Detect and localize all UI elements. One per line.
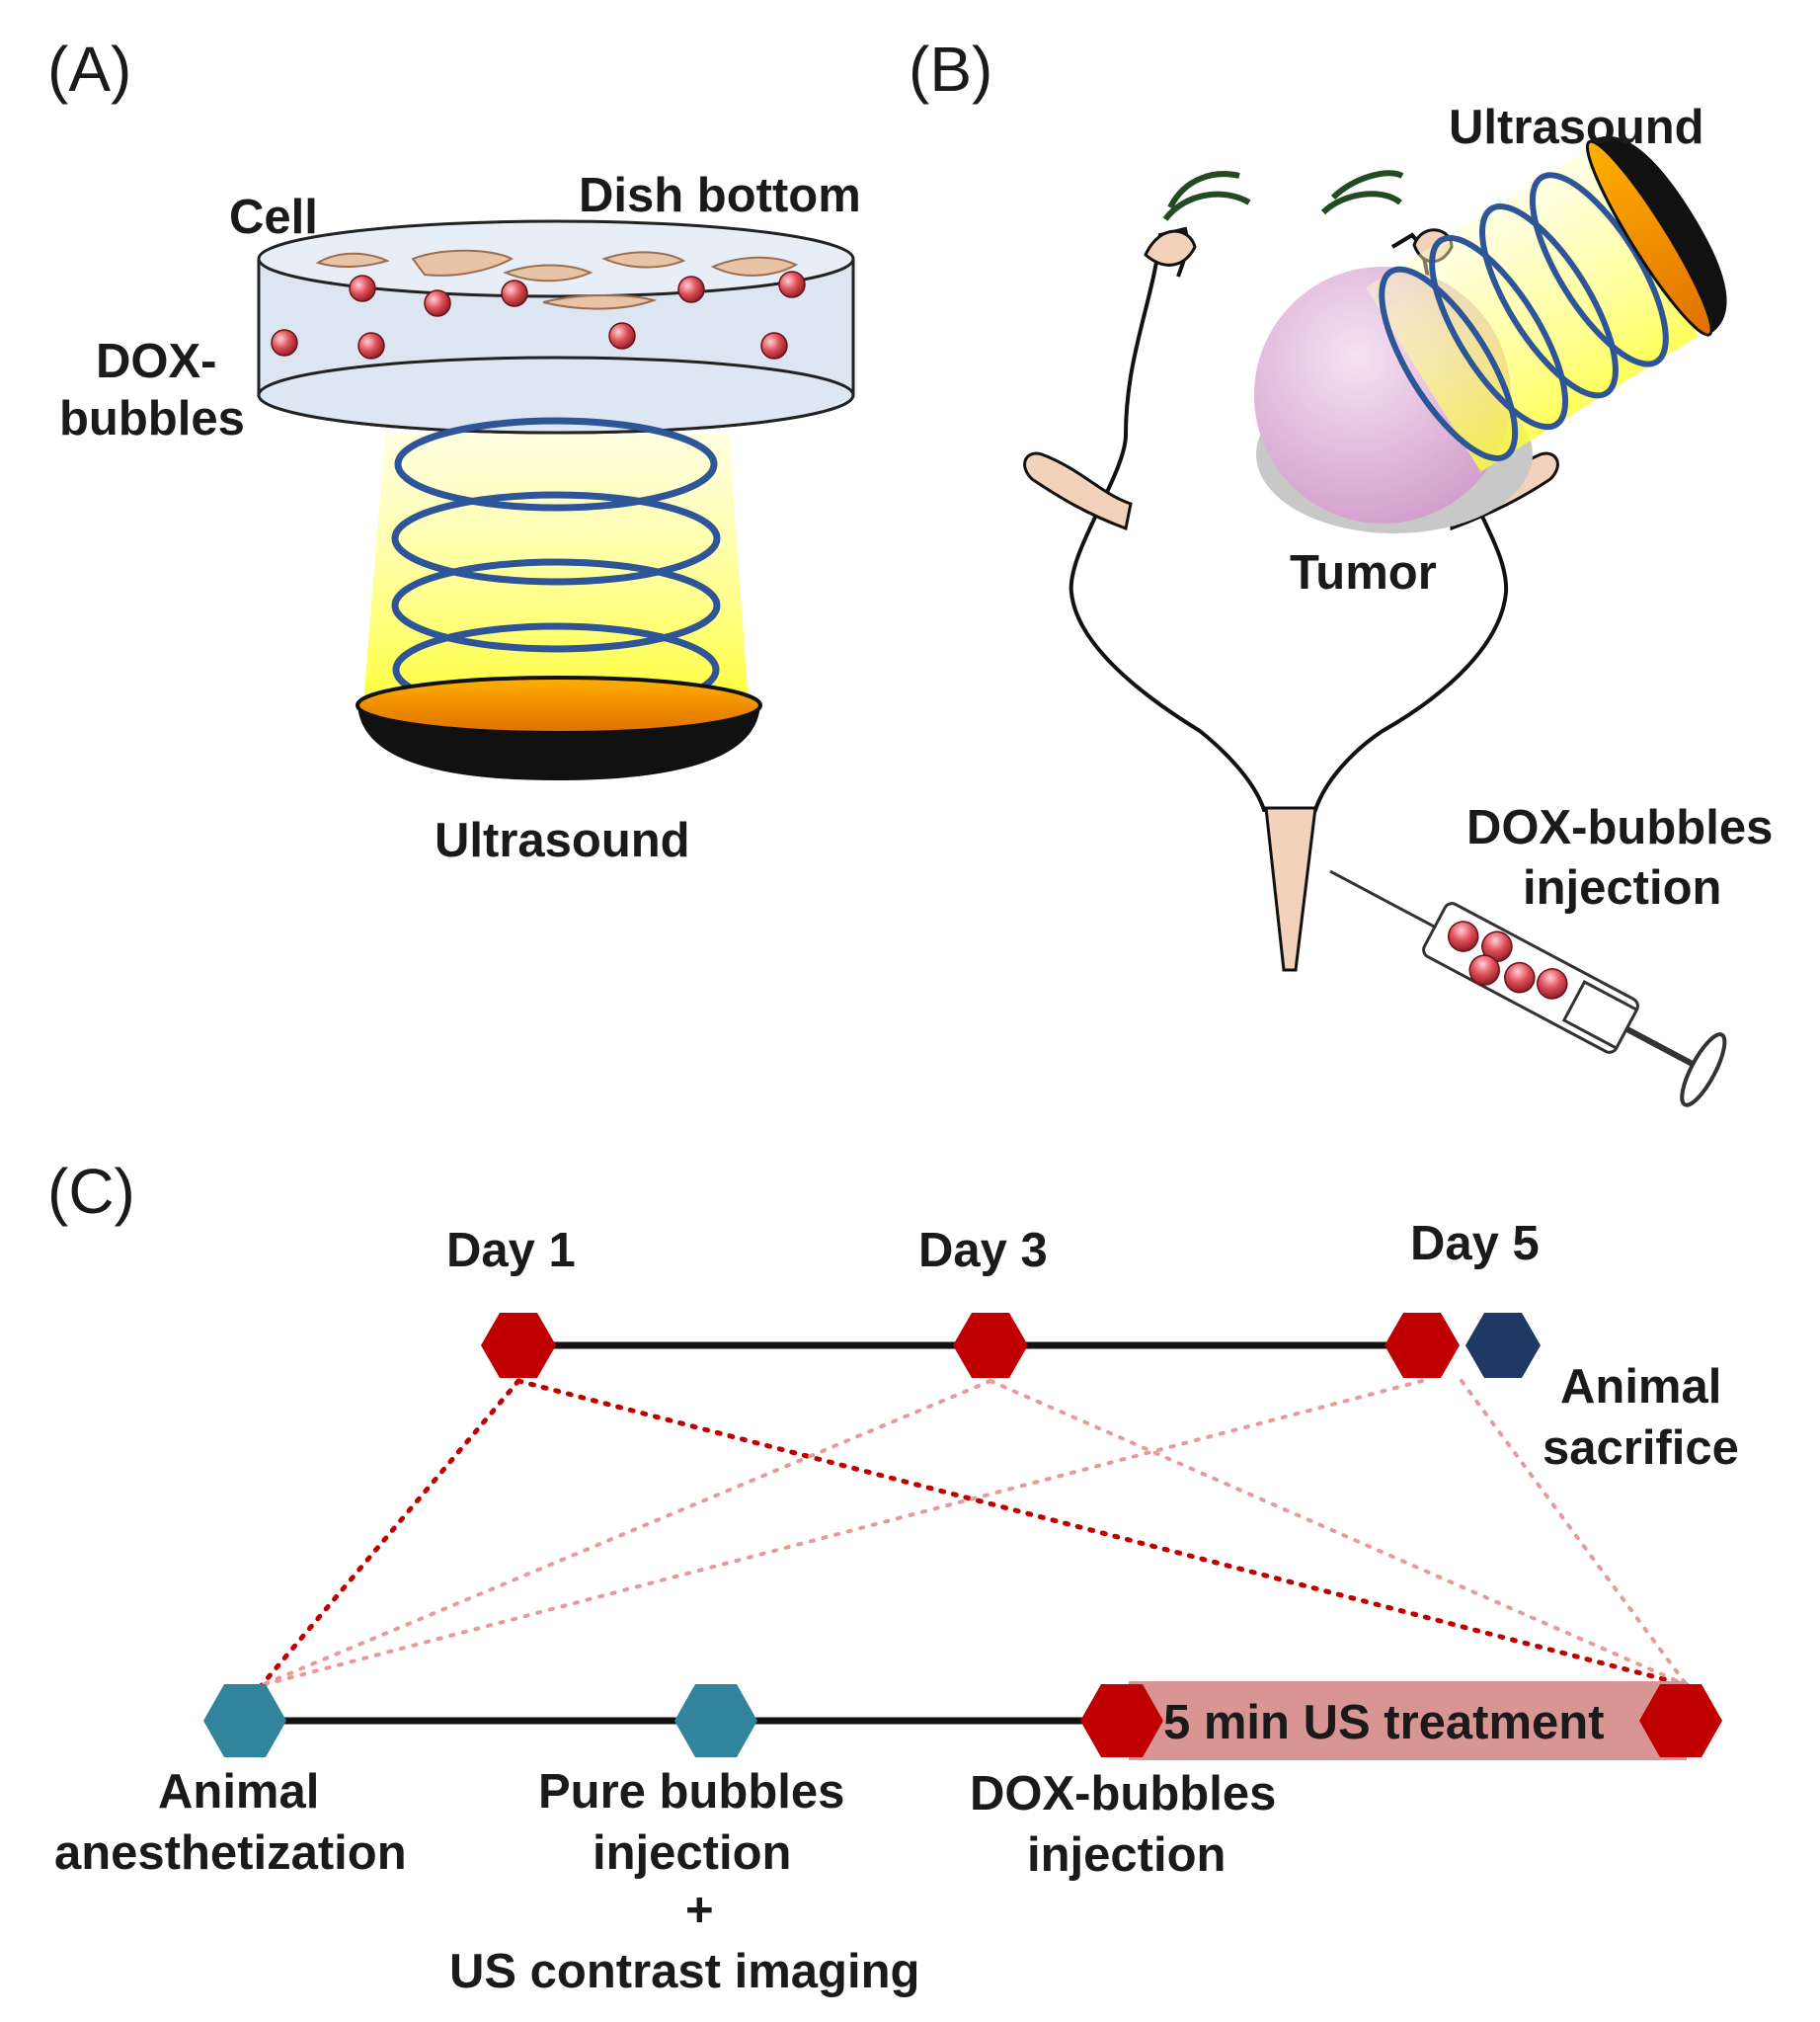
bubble: [608, 322, 636, 350]
adherent-cells: [315, 249, 799, 310]
transducer-face: [356, 676, 762, 735]
pure-bubbles-label-line1: Pure bubbles: [538, 1765, 844, 1819]
day-3-label: Day 3: [918, 1224, 1048, 1277]
timeline-connectors: [259, 1378, 1690, 1688]
transducer-face-b: [1585, 139, 1713, 337]
anesthetization-marker: [203, 1684, 286, 1757]
treatment-band: [1129, 1681, 1687, 1760]
pure-bubbles-marker: [674, 1684, 757, 1757]
day-markers: [481, 1313, 1541, 1378]
cell-shape: [503, 264, 593, 283]
bubble: [1447, 921, 1479, 952]
cell-shape: [411, 249, 514, 277]
culture-dish: [257, 219, 855, 435]
panel-b: (B): [909, 34, 1773, 1107]
bubble: [677, 276, 705, 303]
mouse-paw-left: [1023, 451, 1133, 531]
dox-bubbles-label-line1: DOX-: [96, 335, 217, 388]
sacrifice-label-line2: sacrifice: [1543, 1421, 1739, 1475]
treatment-end-marker: [1639, 1684, 1722, 1757]
dox-bubbles-label-line2: bubbles: [59, 392, 245, 445]
dish-top-ellipse: [257, 219, 855, 298]
day-1-marker: [481, 1313, 556, 1378]
connector-day5-treatment-end: [1460, 1379, 1689, 1687]
ultrasound-transducer: [356, 676, 762, 780]
cell-shape: [710, 256, 799, 277]
connector-day5-anesthetization: [260, 1379, 1424, 1687]
anesthetization-label-line1: Animal: [158, 1765, 319, 1819]
day-5-marker: [1385, 1313, 1460, 1378]
wave-ring: [391, 491, 721, 586]
bubble: [501, 280, 528, 307]
dox-injection-marker: [1080, 1684, 1163, 1757]
bubble: [349, 275, 376, 302]
cell-shape: [542, 294, 658, 310]
wave-ring: [1479, 203, 1619, 399]
whisker: [1320, 191, 1402, 215]
bubble: [1504, 961, 1536, 994]
pure-bubbles-label-plus: +: [685, 1884, 714, 1937]
bubble: [778, 271, 806, 298]
connector-day3-anesthetization: [260, 1379, 992, 1687]
ultrasound-label-a: Ultrasound: [435, 814, 690, 867]
connector-day1-treatment-end: [515, 1378, 1690, 1688]
connector-day3-treatment-end: [989, 1379, 1689, 1687]
wave-ring: [1429, 234, 1569, 431]
tumor-label: Tumor: [1290, 546, 1437, 600]
panel-a-letter: (A): [47, 34, 131, 105]
panel-c-letter: (C): [47, 1156, 135, 1227]
injection-label-line2: injection: [1523, 861, 1721, 915]
whisker: [1162, 191, 1251, 221]
mouse-ear-left: [1144, 229, 1197, 267]
dox-bubbles-in-dish: [271, 271, 806, 360]
wave-ring: [1379, 266, 1519, 461]
wave-ring: [394, 417, 718, 512]
syringe-plunger-rod: [1624, 1025, 1699, 1069]
mouse-whiskers: [1162, 170, 1404, 221]
pure-bubbles-label-line3: US contrast imaging: [449, 1945, 919, 1998]
wave-ring: [391, 558, 721, 653]
dish-bottom-label: Dish bottom: [579, 169, 861, 222]
connector-day1-anesthetization: [259, 1378, 521, 1688]
pure-bubbles-label-line2: injection: [593, 1826, 791, 1880]
bubble: [760, 332, 788, 360]
cell-shape: [315, 252, 390, 269]
panel-c: (C) Day 1 Day 3 Day 5 Animal sacr: [47, 1156, 1739, 1998]
day-5-label: Day 5: [1410, 1217, 1540, 1270]
injection-label-line1: DOX-bubbles: [1466, 801, 1773, 854]
treatment-label: 5 min US treatment: [1163, 1696, 1605, 1749]
anesthetization-label-line2: anesthetization: [54, 1826, 407, 1880]
ultrasound-beam: [363, 435, 749, 703]
sacrifice-marker: [1465, 1313, 1541, 1378]
bubble: [357, 332, 385, 360]
ultrasound-label-b: Ultrasound: [1449, 101, 1704, 154]
dox-injection-label-line1: DOX-bubbles: [970, 1767, 1276, 1820]
day-1-label: Day 1: [446, 1224, 576, 1277]
dish-base-ellipse: [257, 356, 855, 435]
sacrifice-label-line1: Animal: [1560, 1360, 1721, 1414]
bubble: [1537, 968, 1568, 1000]
whisker: [1167, 171, 1240, 209]
cell-shape: [601, 251, 686, 269]
ultrasound-probe-b: [1365, 135, 1727, 472]
syringe: [1329, 869, 1727, 1107]
whisker: [1330, 170, 1404, 201]
panel-b-letter: (B): [909, 34, 992, 105]
bubble: [1468, 954, 1500, 986]
syringe-thumb-rest: [1680, 1032, 1727, 1107]
mouse-tail: [1264, 806, 1317, 972]
day-3-marker: [953, 1313, 1028, 1378]
syringe-needle: [1329, 869, 1436, 929]
wave-ring: [1529, 172, 1669, 367]
cell-label: Cell: [229, 191, 318, 244]
bubble: [271, 329, 298, 357]
panel-a: (A): [47, 34, 861, 867]
dox-injection-label-line2: injection: [1027, 1828, 1226, 1882]
procedure-markers: [203, 1684, 1722, 1757]
bubble: [424, 289, 451, 317]
